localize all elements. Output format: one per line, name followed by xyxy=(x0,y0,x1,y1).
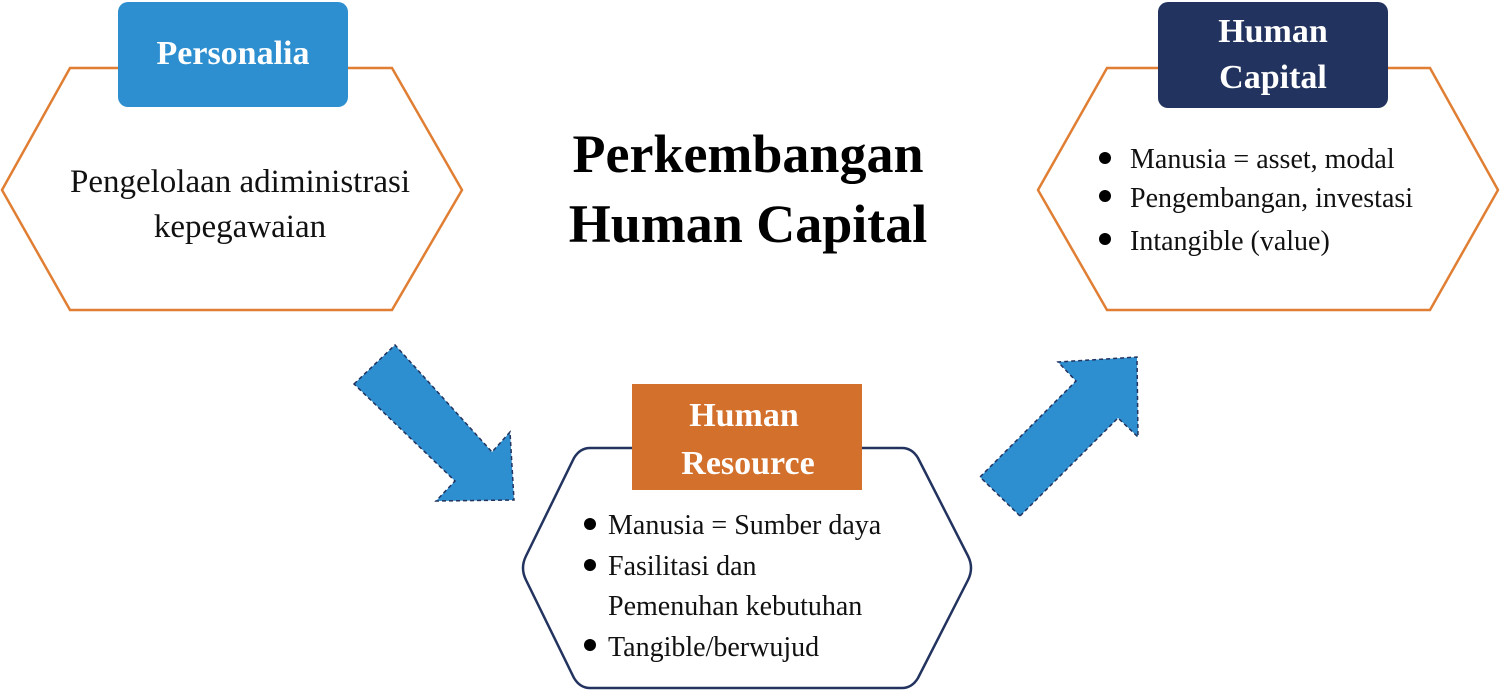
human-resource-bullet-continuation: Pemenuhan kebutuhan xyxy=(608,591,862,622)
human-capital-bullet: Manusia = asset, modal xyxy=(1130,144,1395,175)
header-human-resource-label: Human xyxy=(689,397,799,434)
header-human-resource xyxy=(632,384,862,490)
header-human-capital xyxy=(1158,2,1388,108)
human-capital-bullet: Intangible (value) xyxy=(1130,226,1330,257)
bullet-icon xyxy=(584,518,596,530)
hexagon-human-resource xyxy=(521,446,973,690)
stage-human-resource: Human Resource Manusia = Sumber daya Fas… xyxy=(521,384,973,690)
hexagon-personalia xyxy=(0,66,464,312)
arrow-up-right-icon xyxy=(978,356,1139,518)
page-title: Perkembangan xyxy=(573,124,924,184)
stage-personalia: Personalia Pengelolaan adiministrasi kep… xyxy=(0,2,464,312)
human-resource-bullet: Tangible/berwujud xyxy=(608,632,819,663)
header-personalia-label: Personalia xyxy=(157,35,310,72)
hexagon-human-capital xyxy=(1036,66,1500,312)
human-resource-bullet: Manusia = Sumber daya xyxy=(608,510,882,541)
human-capital-bullet: Pengembangan, investasi xyxy=(1130,183,1413,214)
page-title: Human Capital xyxy=(569,194,928,254)
bullet-icon xyxy=(584,559,596,571)
bullet-icon xyxy=(1099,233,1111,245)
personalia-line: Pengelolaan adiministrasi xyxy=(70,164,410,200)
stage-human-capital: Human Capital Manusia = asset, modal Pen… xyxy=(1036,2,1500,312)
header-human-resource-label: Resource xyxy=(681,445,814,482)
human-resource-bullet: Fasilitasi dan xyxy=(608,551,757,582)
header-personalia xyxy=(118,2,348,107)
bullet-icon xyxy=(584,639,596,651)
personalia-line: kepegawaian xyxy=(154,209,326,245)
bullet-icon xyxy=(1099,190,1111,202)
header-human-capital-label: Capital xyxy=(1219,59,1327,96)
header-human-capital-label: Human xyxy=(1218,13,1328,50)
arrow-down-right-icon xyxy=(352,343,515,502)
bullet-icon xyxy=(1099,152,1111,164)
